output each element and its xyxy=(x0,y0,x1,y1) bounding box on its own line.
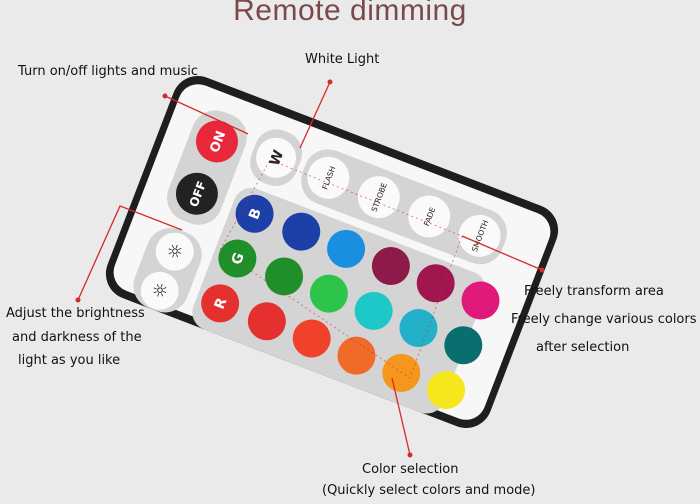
brightness-label-line2: and darkness of the xyxy=(12,330,142,345)
sun-down-icon: ☼ xyxy=(148,279,171,304)
white-button[interactable] xyxy=(250,132,302,184)
brightness-up-button[interactable] xyxy=(150,227,199,276)
sun-up-icon: ☼ xyxy=(163,239,186,264)
color-swatch-button[interactable] xyxy=(260,252,309,301)
on-button-label: ON xyxy=(207,129,229,155)
color-swatch-button[interactable] xyxy=(422,366,471,415)
color-swatch-button[interactable] xyxy=(242,297,291,346)
power-label: Turn on/off lights and music xyxy=(18,64,199,79)
color-swatch-button[interactable] xyxy=(456,276,505,325)
off-button[interactable] xyxy=(170,167,224,221)
brightness-down-button[interactable] xyxy=(135,266,184,315)
white-button-label: W xyxy=(267,148,287,168)
color-swatch-button[interactable] xyxy=(439,321,488,370)
mode-button-smooth[interactable] xyxy=(452,209,506,263)
page-title: Remote dimming xyxy=(233,0,467,27)
mode-button-flash[interactable] xyxy=(301,151,355,205)
brightness-label-line1: Adjust the brightness xyxy=(6,306,145,321)
color-swatch-button[interactable] xyxy=(322,224,371,273)
brightness-label-line3: light as you like xyxy=(18,353,121,368)
color-swatch-button[interactable] xyxy=(277,207,326,256)
color-button-b[interactable] xyxy=(230,189,279,238)
white-light-label: White Light xyxy=(305,52,380,67)
color-swatch-button[interactable] xyxy=(332,331,381,380)
color-button-r[interactable] xyxy=(196,279,245,328)
transform-label-line3: after selection xyxy=(536,340,630,355)
color-label-line1: Color selection xyxy=(362,462,459,477)
color-swatch-button[interactable] xyxy=(377,348,426,397)
color-button-label: G xyxy=(229,251,248,267)
color-swatch-button[interactable] xyxy=(287,314,336,363)
transform-label-line2: Freely change various colors xyxy=(511,312,697,327)
color-swatch-button[interactable] xyxy=(349,286,398,335)
color-swatch-button[interactable] xyxy=(394,303,443,352)
color-swatch-button[interactable] xyxy=(304,269,353,318)
transform-label-line1: Freely transform area xyxy=(524,284,664,299)
color-button-g[interactable] xyxy=(213,234,262,283)
color-swatch-button[interactable] xyxy=(411,259,460,308)
color-label-line2: (Quickly select colors and mode) xyxy=(322,483,536,498)
color-swatch-button[interactable] xyxy=(366,241,415,290)
on-button[interactable] xyxy=(190,114,244,168)
